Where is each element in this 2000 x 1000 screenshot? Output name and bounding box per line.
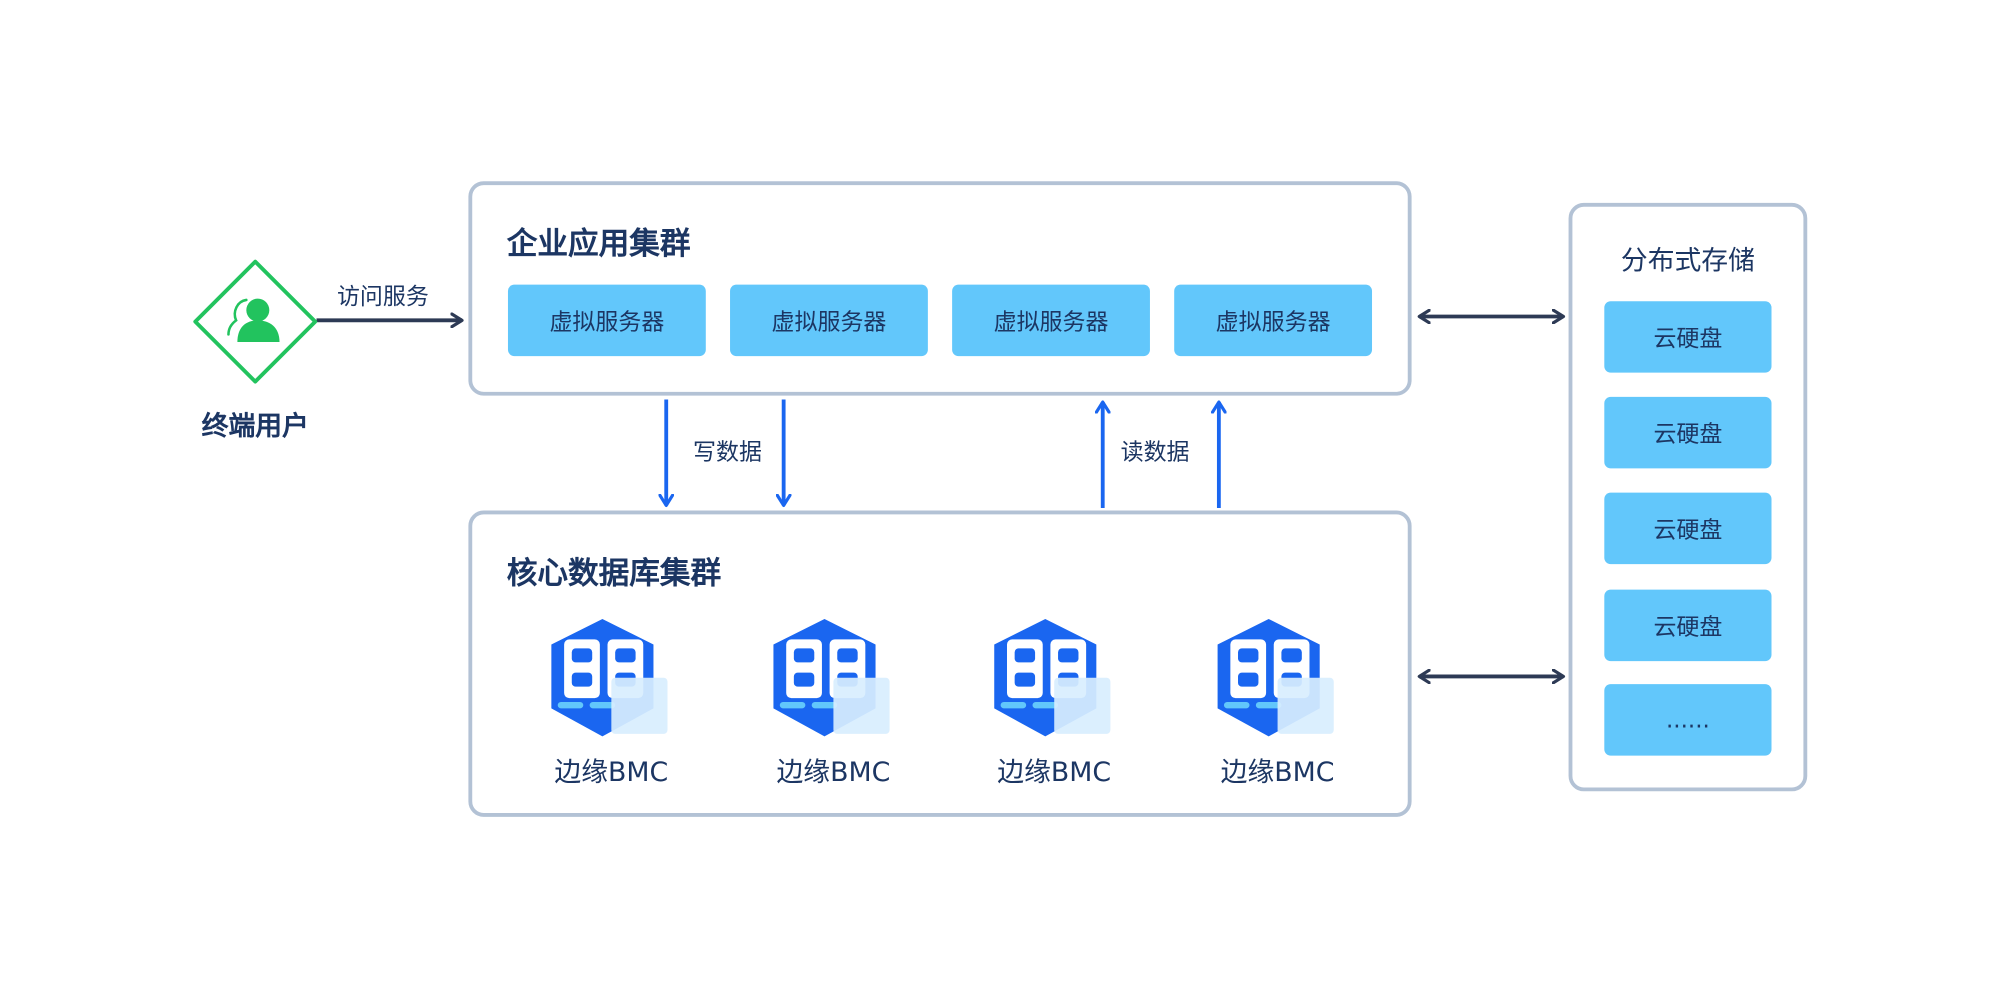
- bmc-node-label: 边缘BMC: [554, 756, 669, 788]
- cloud-disk-3: 云硬盘: [1604, 492, 1772, 565]
- bmc-server-icon: [994, 619, 1111, 737]
- cloud-disk-4: 云硬盘: [1604, 589, 1772, 662]
- storage-title: 分布式存储: [1620, 245, 1755, 276]
- bmc-node-label: 边缘BMC: [997, 756, 1112, 788]
- bmc-node-label: 边缘BMC: [1220, 756, 1335, 788]
- bmc-server-icon: [773, 619, 890, 737]
- cloud-disk-1: 云硬盘: [1604, 301, 1772, 373]
- end-user-label: 终端用户: [201, 410, 309, 442]
- bmc-node-label: 边缘BMC: [776, 756, 891, 788]
- virtual-server-1: 虚拟服务器: [507, 284, 706, 357]
- virtual-server-4: 虚拟服务器: [1174, 284, 1373, 357]
- virtual-server-3: 虚拟服务器: [952, 284, 1150, 357]
- bmc-server-icon: [551, 619, 668, 737]
- cloud-disk-more: ......: [1604, 684, 1772, 756]
- bmc-server-icon: [1217, 619, 1334, 737]
- app-cluster-panel: 企业应用集群 虚拟服务器 虚拟服务器 虚拟服务器 虚拟服务器: [468, 181, 1412, 396]
- db-cluster-panel: 核心数据库集群 边缘BMC: [468, 510, 1412, 817]
- cloud-disk-2: 云硬盘: [1604, 396, 1772, 469]
- storage-panel: 分布式存储 云硬盘 云硬盘 云硬盘 云硬盘 ......: [1568, 202, 1808, 792]
- app-cluster-title: 企业应用集群: [506, 225, 691, 262]
- user-icon: [227, 298, 280, 343]
- access-service-label: 访问服务: [336, 283, 429, 311]
- virtual-server-2: 虚拟服务器: [730, 284, 928, 357]
- write-data-label: 写数据: [693, 439, 762, 466]
- read-data-label: 读数据: [1120, 439, 1190, 466]
- db-cluster-title: 核心数据库集群: [506, 555, 722, 591]
